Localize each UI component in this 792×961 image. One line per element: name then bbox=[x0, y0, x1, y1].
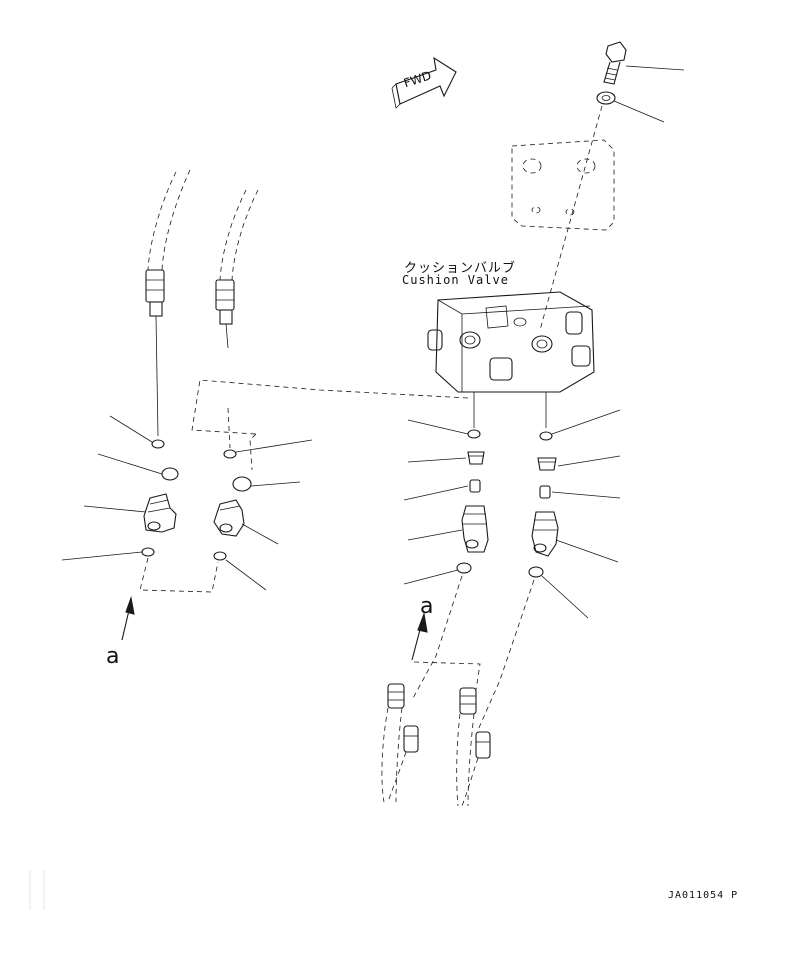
hose-left bbox=[145, 169, 191, 437]
reference-arrow-left bbox=[121, 595, 135, 641]
reference-bracket-right bbox=[413, 661, 481, 691]
lower-hose-2 bbox=[456, 687, 491, 807]
reference-bracket-left bbox=[139, 557, 219, 593]
scan-marks bbox=[29, 870, 45, 910]
right-parts bbox=[403, 409, 621, 619]
hose-right bbox=[215, 189, 259, 449]
washer bbox=[596, 91, 665, 123]
mounting-plate bbox=[511, 139, 615, 231]
reference-arrow-right bbox=[411, 611, 428, 661]
cushion-valve-label-jp: クッションバルブ bbox=[404, 261, 517, 276]
reference-line-right-1 bbox=[411, 575, 463, 701]
reference-line-left-2 bbox=[249, 433, 257, 471]
lower-hose-1 bbox=[381, 683, 419, 803]
reference-label-a-right: a bbox=[420, 594, 434, 619]
bolt bbox=[603, 41, 685, 85]
drawing-code: JA011054 P bbox=[668, 890, 739, 901]
cushion-valve-label-en: Cushion Valve bbox=[402, 273, 509, 287]
left-parts bbox=[61, 415, 313, 591]
bolt-centerline bbox=[539, 105, 603, 331]
fwd-arrow-icon bbox=[391, 56, 457, 109]
reference-line-right-2 bbox=[477, 579, 535, 731]
cushion-valve-block bbox=[427, 291, 595, 393]
reference-line-left bbox=[191, 379, 469, 435]
reference-label-a-left: a bbox=[106, 644, 120, 669]
